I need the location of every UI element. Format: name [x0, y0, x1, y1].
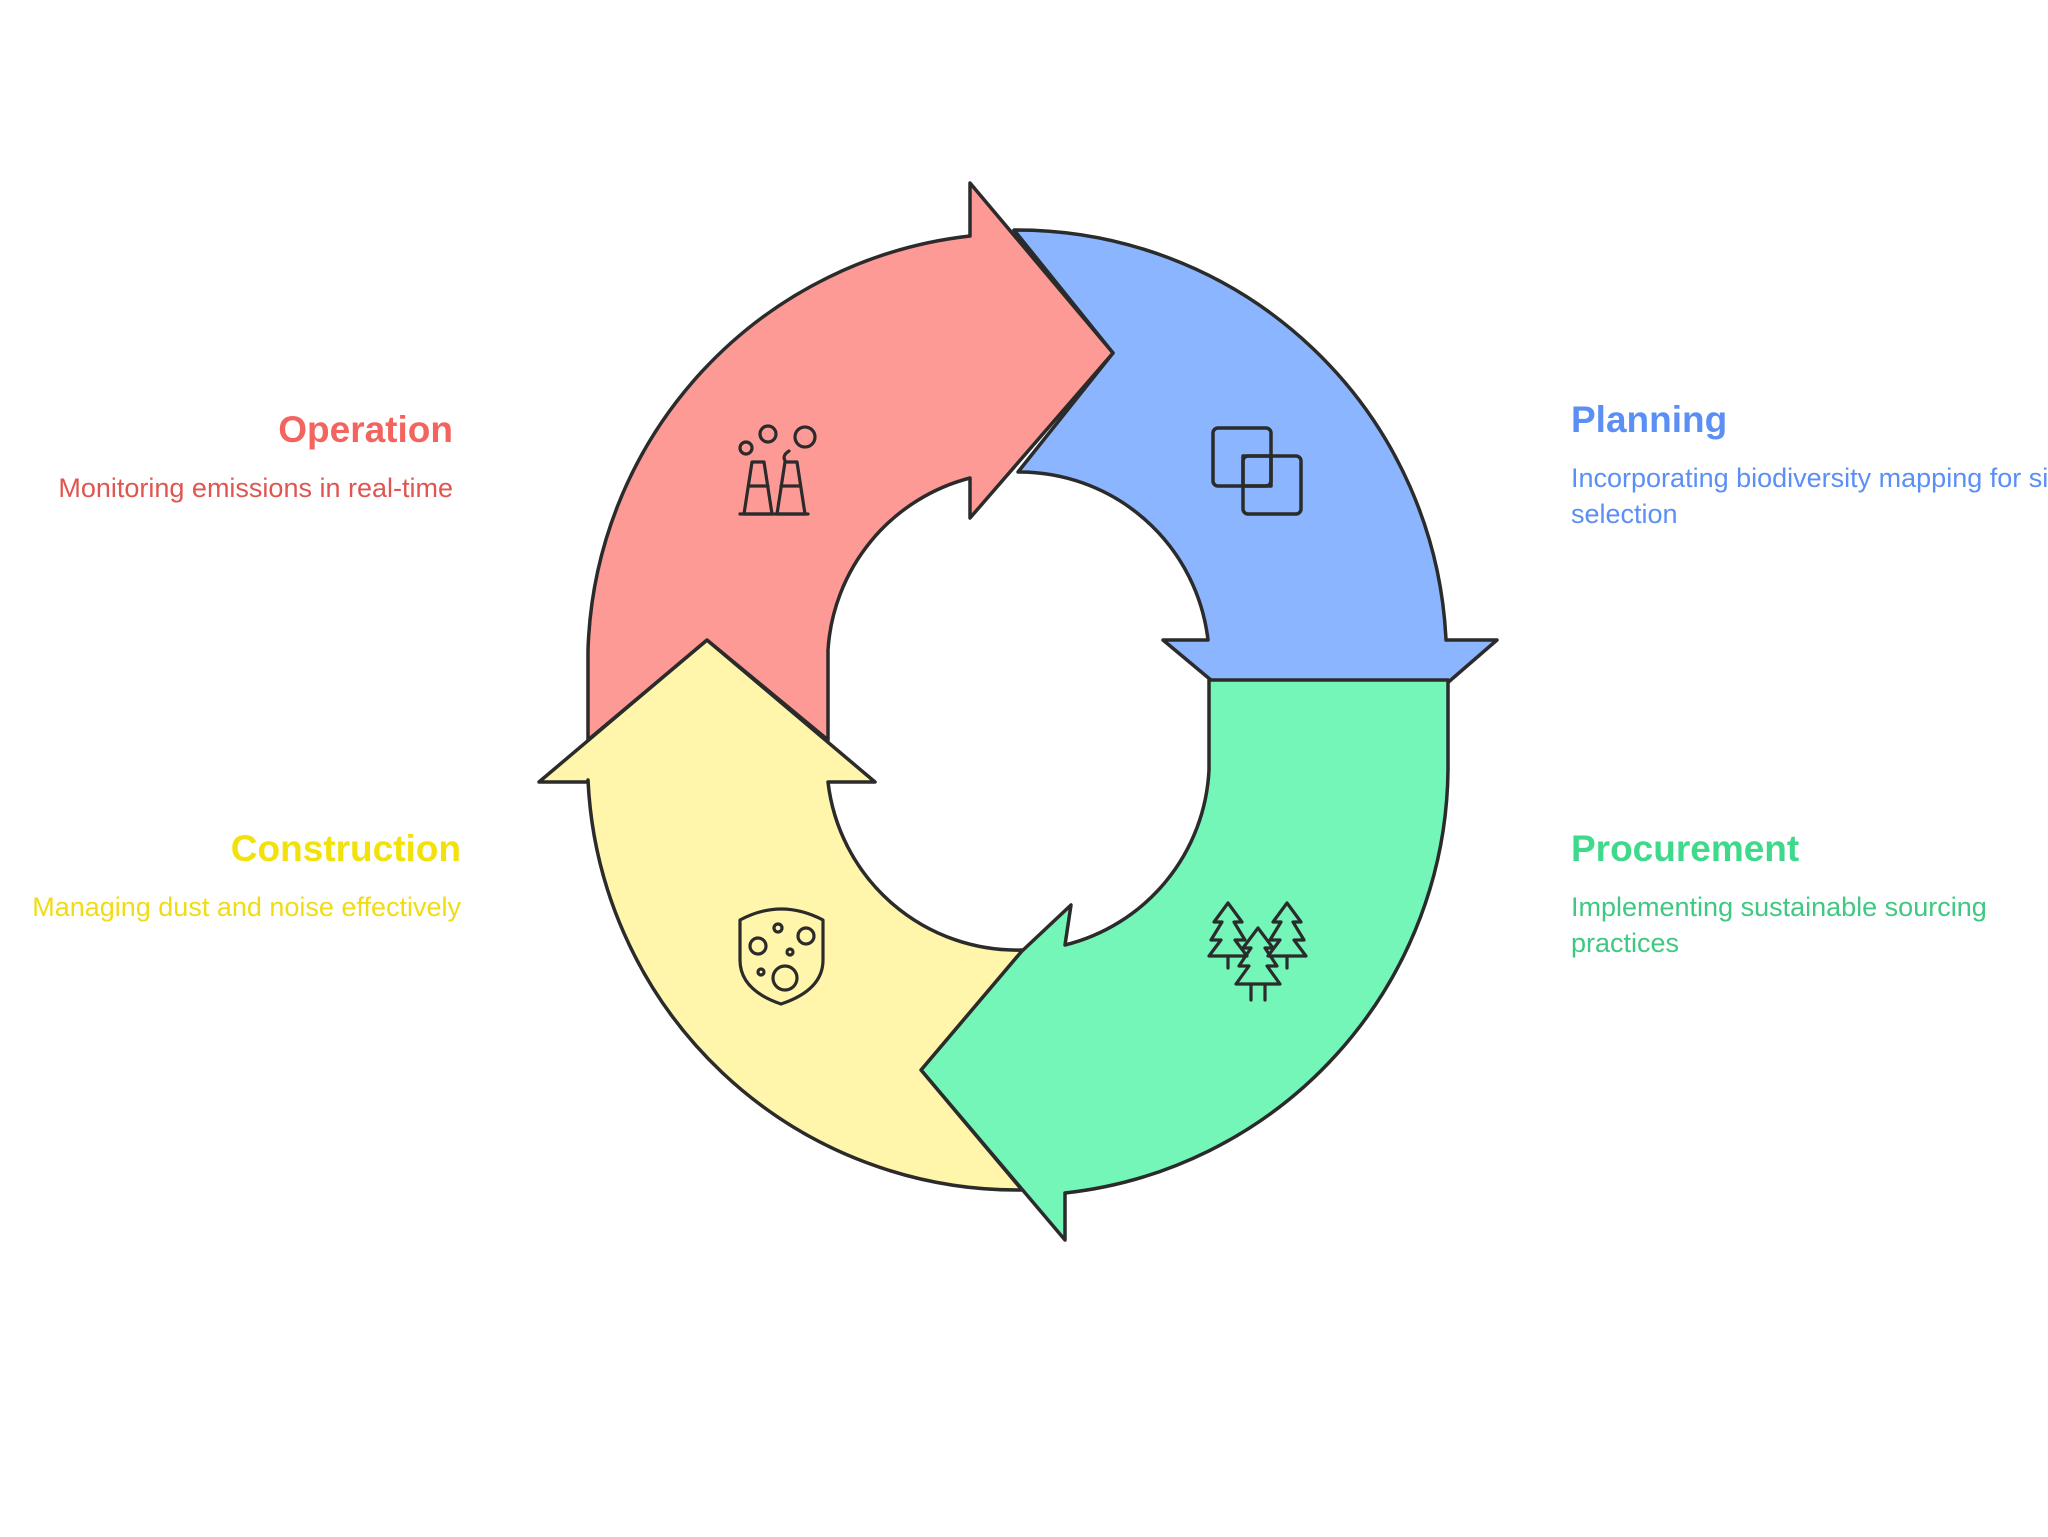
- trees-icon: [1207, 901, 1308, 1002]
- planning-title: Planning: [1571, 399, 1728, 440]
- procurement-arrow: [919, 678, 1450, 1242]
- operation-arrow: [586, 181, 1115, 742]
- procurement-description: Implementing sustainable sourcing practi…: [1571, 892, 1987, 958]
- planning-stage-text: Planning Incorporating biodiversity mapp…: [1571, 398, 2048, 532]
- construction-stage-text: Construction Managing dust and noise eff…: [0, 827, 461, 925]
- construction-arrow: [537, 638, 1024, 1192]
- operation-title: Operation: [278, 409, 453, 450]
- operation-stage-text: Operation Monitoring emissions in real-t…: [0, 408, 453, 506]
- procurement-stage-text: Procurement Implementing sustainable sou…: [1571, 827, 2048, 961]
- dust-shield-icon: [738, 907, 825, 1006]
- construction-title: Construction: [230, 828, 461, 869]
- factory-emissions-icon: [738, 424, 817, 516]
- planning-arrow: [1012, 228, 1499, 784]
- planning-description: Incorporating biodiversity mapping for s…: [1571, 463, 2048, 529]
- procurement-title: Procurement: [1571, 828, 1800, 869]
- overlapping-squares-icon: [1211, 426, 1303, 516]
- construction-description: Managing dust and noise effectively: [32, 892, 461, 922]
- operation-description: Monitoring emissions in real-time: [58, 473, 453, 503]
